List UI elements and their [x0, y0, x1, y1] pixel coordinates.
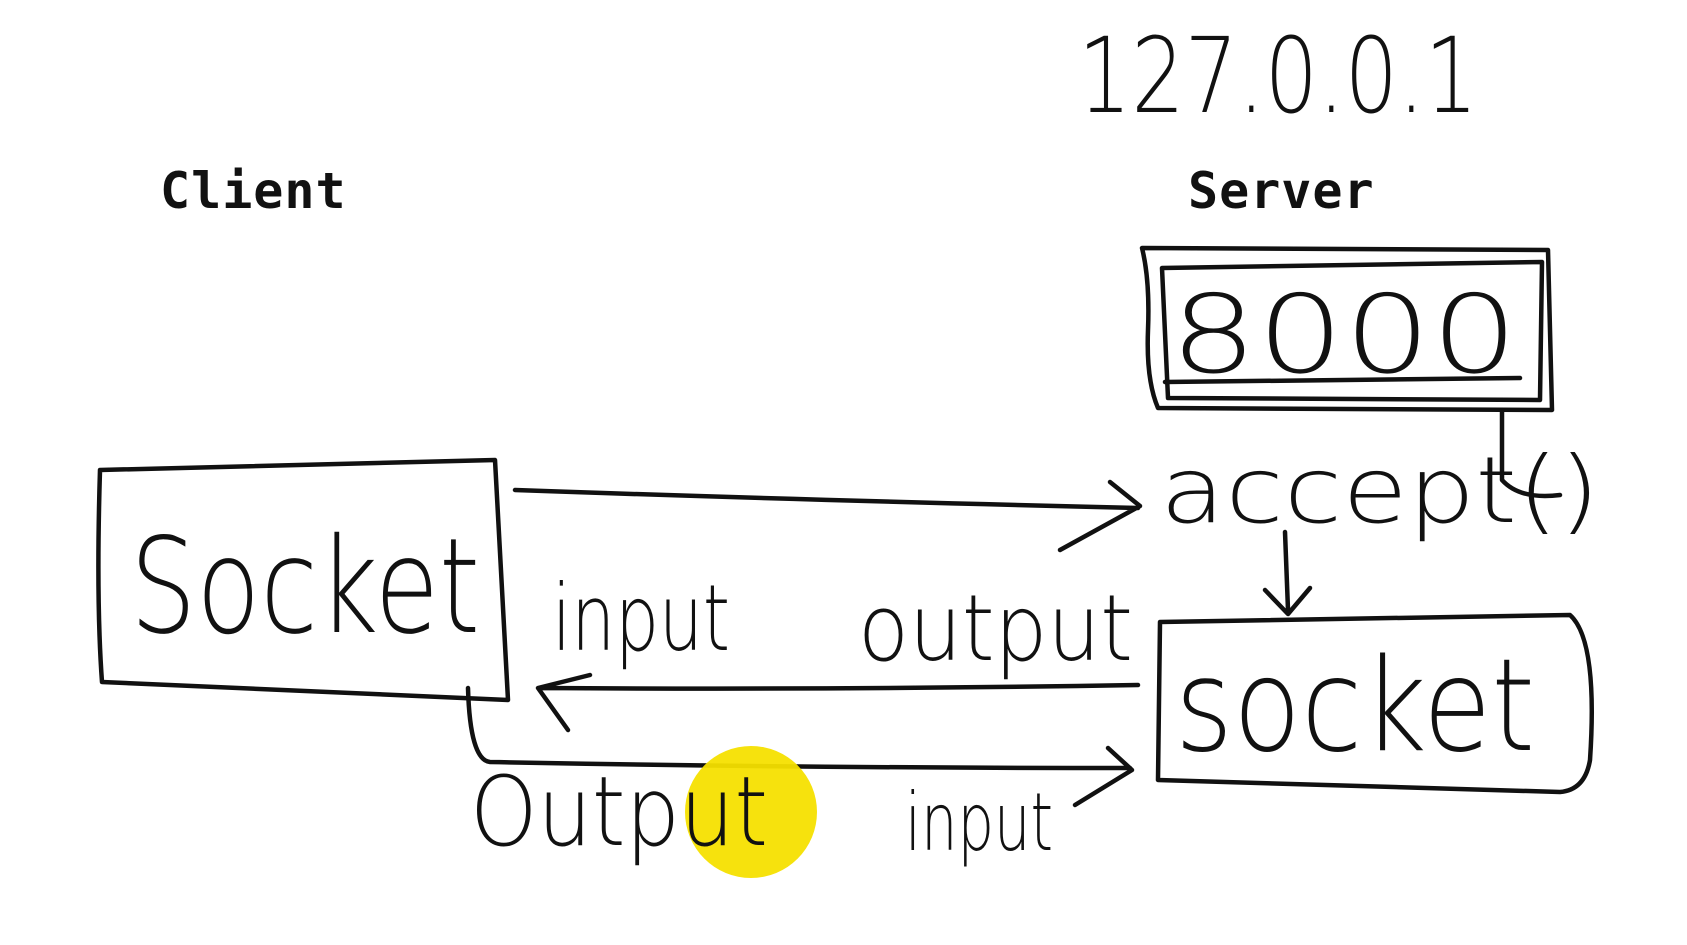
cursor-highlight — [685, 746, 817, 878]
port-underline — [1162, 375, 1523, 385]
client-socket-box — [96, 457, 511, 703]
server-to-client-arrow — [535, 672, 1141, 733]
port-text: 8000 — [1170, 273, 1518, 398]
connect-arrow — [512, 479, 1143, 553]
server-socket-text: socket — [1175, 632, 1535, 781]
server-socket-box — [1155, 612, 1595, 795]
port-box-inner — [1159, 259, 1545, 403]
server-input-label: input — [905, 776, 1053, 869]
client-socket-text: Socket — [130, 510, 480, 664]
client-to-server-arrow — [465, 685, 1135, 808]
server-label: Server — [1188, 162, 1375, 220]
client-input-label: input — [552, 565, 730, 672]
client-label: Client — [160, 162, 347, 220]
accept-text: accept() — [1160, 437, 1600, 544]
accept-t-stroke — [1499, 407, 1563, 499]
client-output-label: Output — [470, 756, 768, 868]
port-box-outer — [1139, 245, 1555, 413]
ip-address-text: 127.0.0.1 — [1078, 15, 1478, 137]
accept-to-socket-arrow — [1262, 529, 1313, 617]
server-output-label: output — [858, 575, 1133, 682]
